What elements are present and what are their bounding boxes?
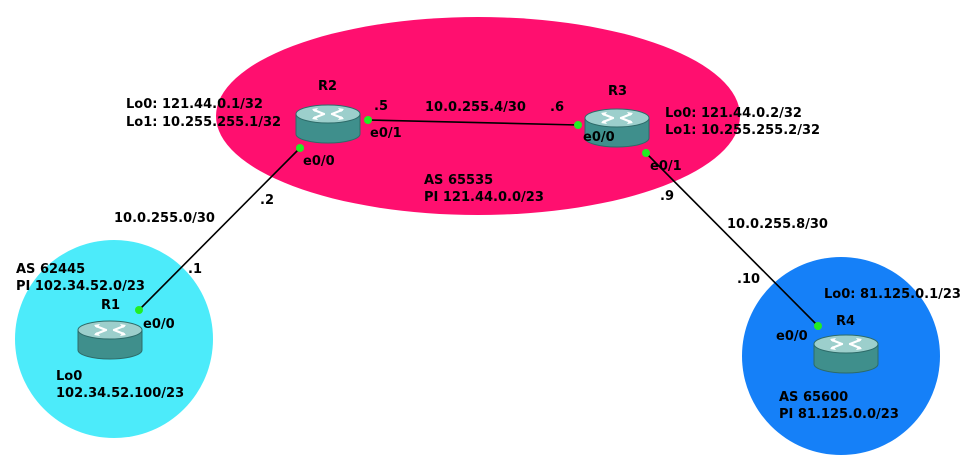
link-r3-r4-r3-host: .9 — [660, 189, 674, 204]
port-r1-e0-0[interactable] — [135, 306, 143, 314]
link-r3-r4 — [645, 152, 819, 327]
link-r2-r3-subnet: 10.0.255.4/30 — [425, 100, 526, 115]
r3-lo0-label: Lo0: 121.44.0.2/32 — [665, 106, 802, 121]
r1-if-label: e0/0 — [143, 317, 175, 332]
port-r2-e0-1[interactable] — [364, 116, 372, 124]
link-r3-r4-r4-host: .10 — [737, 272, 760, 287]
as65535-pi: PI 121.44.0.0/23 — [424, 190, 544, 205]
r2-lo1-label: Lo1: 10.255.255.1/32 — [126, 115, 281, 130]
link-r2-r3-r3-host: .6 — [550, 100, 564, 115]
port-r4-e0-0[interactable] — [814, 322, 822, 330]
as65535-label: AS 65535 — [424, 173, 493, 188]
r4-lo0-label: Lo0: 81.125.0.1/23 — [824, 287, 961, 302]
link-r2-r3 — [367, 119, 579, 126]
as65600-pi: PI 81.125.0.0/23 — [779, 407, 899, 422]
router-r2-icon[interactable] — [294, 103, 362, 145]
as62445-pi: PI 102.34.52.0/23 — [16, 279, 145, 294]
r2-e01-if-label: e0/1 — [370, 126, 402, 141]
router-r3-name: R3 — [608, 84, 627, 99]
router-r1-name: R1 — [101, 298, 120, 313]
link-r1-r2-subnet: 10.0.255.0/30 — [114, 211, 215, 226]
r3-e01-if-label: e0/1 — [650, 159, 682, 174]
link-r1-r2-r2-host: .2 — [260, 193, 274, 208]
as65535-area — [216, 17, 740, 215]
link-r2-r3-r2-host: .5 — [374, 99, 388, 114]
router-r4-icon[interactable] — [812, 333, 880, 375]
port-r3-e0-1[interactable] — [642, 149, 650, 157]
link-r1-r2-r1-host: .1 — [188, 262, 202, 277]
as65600-label: AS 65600 — [779, 390, 848, 405]
r1-lo0-value: 102.34.52.100/23 — [56, 386, 184, 401]
router-r2-name: R2 — [318, 79, 337, 94]
link-r3-r4-subnet: 10.0.255.8/30 — [727, 217, 828, 232]
port-r2-e0-0[interactable] — [296, 144, 304, 152]
link-r1-r2 — [138, 147, 301, 311]
r4-if-label: e0/0 — [776, 329, 808, 344]
r1-lo0-title: Lo0 — [56, 369, 82, 384]
router-r4-name: R4 — [836, 314, 855, 329]
as62445-label: AS 62445 — [16, 262, 85, 277]
r2-lo0-label: Lo0: 121.44.0.1/32 — [126, 97, 263, 112]
r3-e00-if-label: e0/0 — [583, 130, 615, 145]
port-r3-e0-0[interactable] — [574, 121, 582, 129]
r3-lo1-label: Lo1: 10.255.255.2/32 — [665, 123, 820, 138]
router-r1-icon[interactable] — [76, 319, 144, 361]
r2-e00-if-label: e0/0 — [303, 154, 335, 169]
